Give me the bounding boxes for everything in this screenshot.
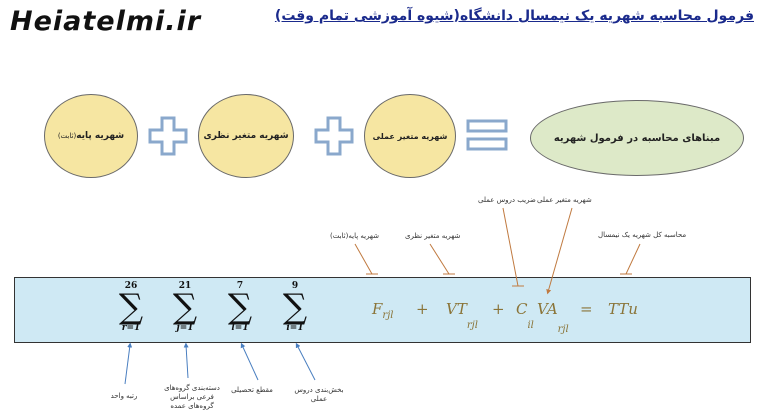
annotation-rank: رتبه واحد bbox=[110, 392, 138, 400]
plus-sign: + bbox=[416, 300, 429, 318]
formula-band bbox=[14, 277, 751, 343]
sigma-groups: 21 ∑ j=1 bbox=[170, 281, 200, 333]
sigma-rank: 26 ∑ r=1 bbox=[116, 281, 146, 333]
sigma-lower: i=1 bbox=[286, 323, 304, 333]
annotation-total: محاسبه کل شهریه یک نیمسال bbox=[598, 231, 687, 239]
sigma-upper: 26 bbox=[124, 281, 138, 291]
result-label: مبناهای محاسبه در فرمول شهریه bbox=[553, 132, 721, 144]
sigma-icon: ∑ bbox=[118, 287, 144, 327]
sigma-practical: 9 ∑ i=1 bbox=[280, 281, 310, 333]
connector-total bbox=[620, 243, 641, 275]
site-logo: Heiatelmi.ir bbox=[10, 6, 202, 37]
sigma-icon: ∑ bbox=[282, 287, 308, 327]
base-tuition-label: شهریه پایه bbox=[76, 131, 125, 141]
theory-variable-circle: شهریه متغیر نظری bbox=[198, 94, 294, 178]
practical-variable-label: شهریه متغیر عملی bbox=[372, 131, 448, 141]
plus-icon bbox=[148, 116, 188, 156]
annotation-practical-sections: بخش‌بندی دروس عملی bbox=[294, 386, 344, 403]
term-c: Cil bbox=[516, 300, 534, 331]
practical-variable-circle: شهریه متغیر عملی bbox=[364, 94, 456, 178]
equals-icon bbox=[466, 119, 508, 151]
annotation-practical-var: شهریه متغیر عملی bbox=[537, 196, 592, 204]
plus-icon bbox=[314, 116, 354, 156]
result-oval: مبناهای محاسبه در فرمول شهریه bbox=[530, 100, 744, 176]
connector-practical-var bbox=[546, 207, 573, 295]
term-va: VArjl bbox=[537, 300, 569, 335]
arrow-level bbox=[240, 342, 259, 381]
term-f: Frjl bbox=[372, 300, 394, 321]
sigma-lower: j=1 bbox=[176, 323, 194, 333]
sigma-icon: ∑ bbox=[172, 287, 198, 327]
sigma-lower: r=1 bbox=[121, 323, 141, 333]
sigma-icon: ∑ bbox=[227, 287, 253, 327]
sigma-lower: l=1 bbox=[231, 323, 249, 333]
connector-theory bbox=[429, 243, 455, 275]
arrow-rank bbox=[124, 342, 133, 385]
sigma-level: 7 ∑ l=1 bbox=[225, 281, 255, 333]
connector-base bbox=[354, 243, 378, 275]
term-vt: VTrjl bbox=[446, 300, 478, 331]
sigma-upper: 21 bbox=[178, 281, 192, 291]
annotation-theory-var: شهریه متغیر نظری bbox=[405, 232, 461, 240]
term-ttu: TTu bbox=[608, 300, 638, 318]
plus-sign: + bbox=[492, 300, 505, 318]
connector-coef bbox=[502, 207, 524, 287]
theory-variable-label: شهریه متغیر نظری bbox=[203, 131, 289, 141]
base-tuition-circle: شهریه پایه(ثابت) bbox=[44, 94, 138, 178]
arrow-practical bbox=[295, 342, 316, 381]
page-title: فرمول محاسبه شهریه یک نیمسال دانشگاه(شیو… bbox=[274, 8, 754, 24]
arrow-groups bbox=[183, 342, 189, 379]
annotation-groups: دسته‌بندی گروه‌های فرعی براساس گروه‌های … bbox=[164, 384, 220, 410]
annotation-practical-coef: ضریب دروس عملی bbox=[478, 196, 536, 204]
base-tuition-note: (ثابت) bbox=[57, 132, 77, 140]
sigma-upper: 7 bbox=[236, 281, 244, 291]
annotation-level: مقطع تحصیلی bbox=[231, 386, 273, 394]
sigma-upper: 9 bbox=[291, 281, 299, 291]
equals-sign: = bbox=[580, 300, 593, 318]
annotation-base-fixed: شهریه پایه(ثابت) bbox=[330, 232, 380, 240]
